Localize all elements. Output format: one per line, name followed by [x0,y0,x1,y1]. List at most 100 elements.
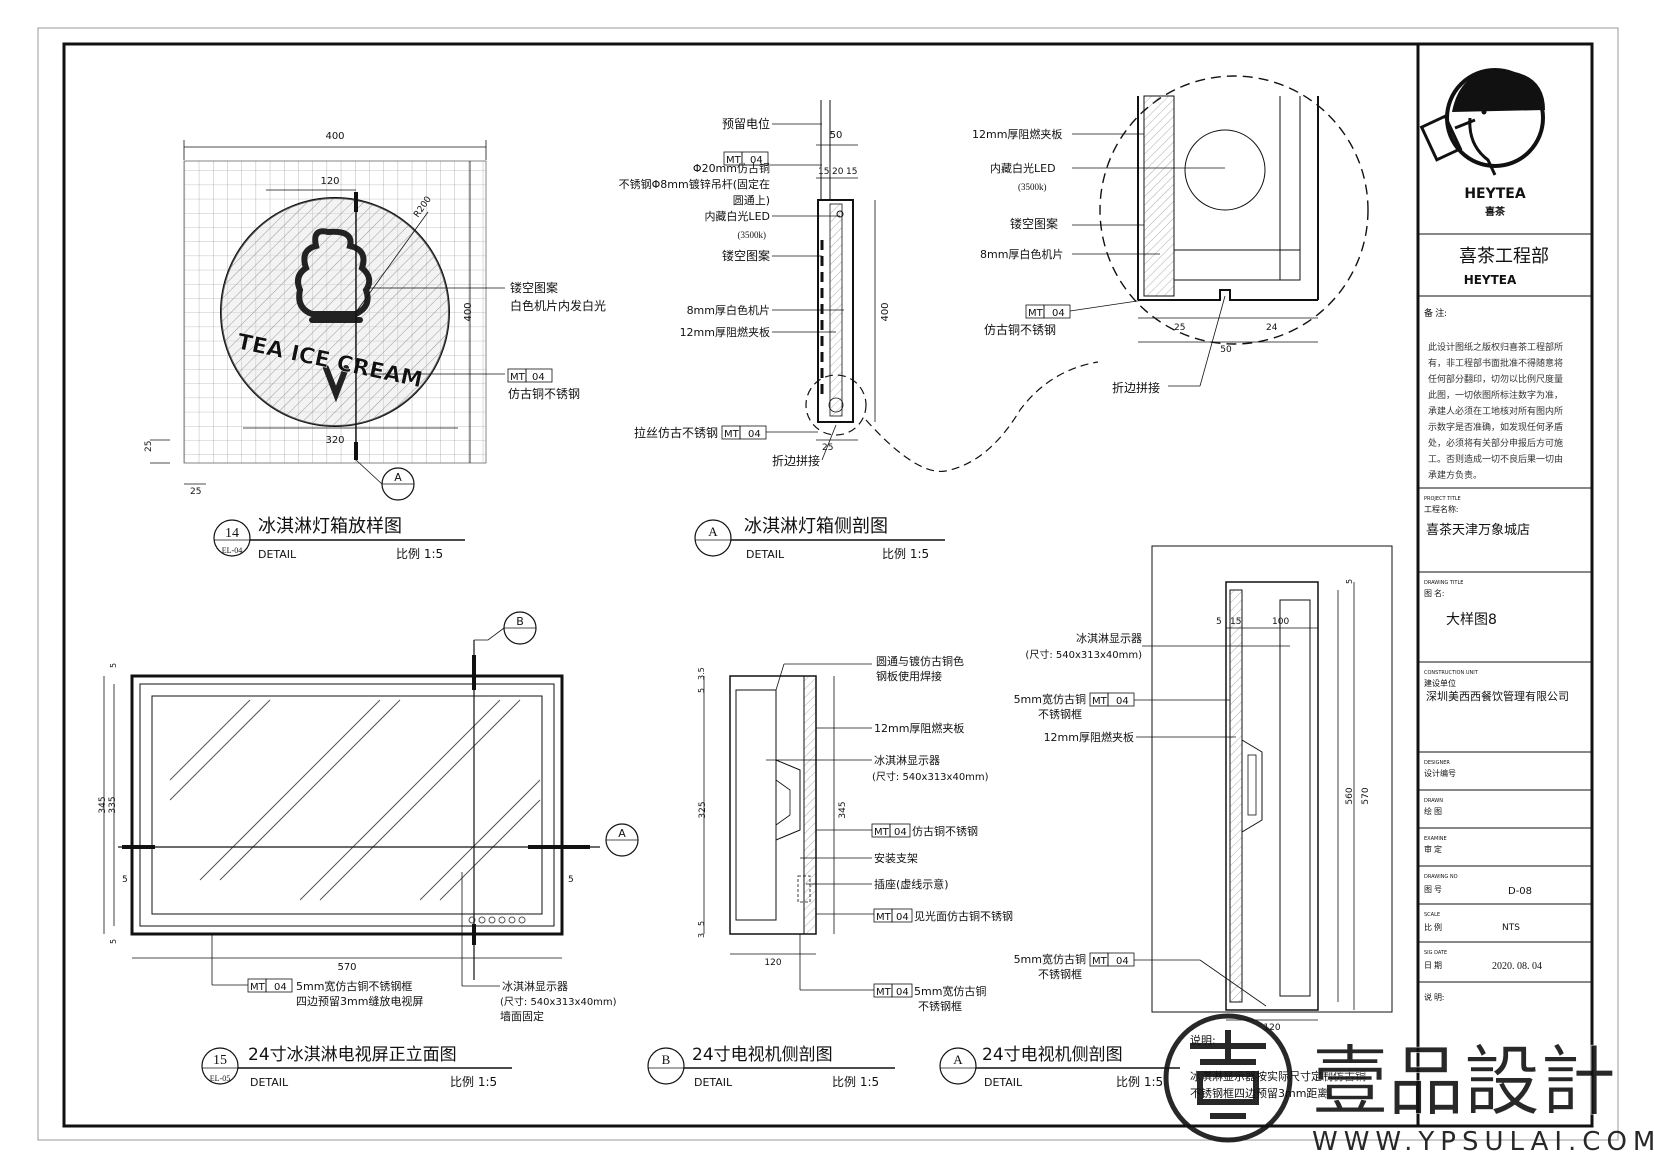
dim-25-bottom: 25 [190,487,201,497]
dept-name: 喜茶工程部 [1459,246,1549,267]
callout-white-light: 白色机片内发白光 [510,298,606,313]
callout-hollow-pattern: 镂空图案 [510,280,558,295]
mt-num-zoom: 04 [1052,308,1065,319]
dim-a-15b: 15 [846,167,857,177]
dim-120: 120 [320,176,339,187]
label-white-plate-a: 8mm厚白色机片 [687,303,770,317]
mt-code-a2a: MT [1092,696,1108,707]
tv-a-housing [1225,581,1319,1011]
label-b-weld-b: 钢板使用焊接 [876,669,942,683]
dim-b-325: 325 [698,801,708,818]
zoom-hollow: 镂空图案 [1010,216,1058,231]
scale-label: 比 例 [1424,922,1442,932]
project-title-en: PROJECT TITLE [1424,496,1461,502]
detail-a2-letter: A [953,1052,963,1067]
callout-wall-fix-15: 墙面固定 [500,1009,544,1023]
zoom-white-plate: 8mm厚白色机片 [980,247,1063,261]
tv-outer-frame [130,674,564,936]
title-block: HEYTEA 喜茶 喜茶工程部 HEYTEA 备 注: PROJECT TITL… [1418,68,1592,1002]
label-b-weld-a: 圆通与镀仿古铜色 [876,654,964,668]
detail-a2-sub: DETAIL [984,1076,1023,1089]
dim-a2-top5: 5 [1345,579,1354,584]
label-a2-frame2-b: 不锈钢框 [1038,968,1082,981]
watermark: 壹品設計 WWW.YPSULAI.COM [1163,1013,1654,1157]
label-b-bracket: 安装支架 [874,851,918,865]
label-a2-frame-b: 不锈钢框 [1038,708,1082,721]
dim-a-400: 400 [880,302,891,321]
date-en: SIG DATE [1424,950,1447,956]
dim-height-400: 400 [463,302,474,321]
date-label: 日 期 [1424,961,1442,970]
label-fold-joint-a: 折边拼接 [772,453,820,468]
outer-frame [37,27,1619,1141]
callout-gap-15: 四边预留3mm缝放电视屏 [296,994,423,1008]
tv-buttons [468,916,526,924]
remarks-text: 此设计图纸之版权归喜茶工程部所有，非工程部书面批准不得随意将任何部分翻印，切勿以… [1428,343,1564,481]
dept-name-en: HEYTEA [1464,273,1517,287]
detail-a1-letter: A [708,524,718,539]
section-tag-a-14: A [394,471,402,484]
label-plywood-a: 12mm厚阻燃夹板 [680,325,770,339]
detail-14-sub: DETAIL [258,548,297,561]
detail-15-number: 15 [213,1053,227,1068]
detail-14-ref: EL-04 [222,546,242,555]
dim-b-5bot: 5 [697,921,706,926]
drawing-no-label: 图 号 [1424,885,1442,894]
mt-code-a2b: MT [1092,956,1108,967]
dim-a-25: 25 [822,443,833,453]
dim-335: 335 [108,796,118,813]
dim-b-3bot: 3 [697,933,706,938]
watermark-url: WWW.YPSULAI.COM [1312,1127,1654,1157]
date-value: 2020. 08. 04 [1492,961,1542,972]
zoom-circle-small [805,374,867,436]
ice-cream-icon [295,228,373,403]
zoom-fold-joint: 折边拼接 [1112,380,1160,395]
dim-a2-100: 100 [1272,617,1289,627]
note-line-2: 不锈钢框四边预留3mm距离。 [1190,1086,1339,1100]
watermark-seal [1163,1013,1293,1143]
dim-b-345: 345 [838,801,848,818]
construction-en: CONSTRUCTION UNIT [1424,670,1479,676]
drawn-label: 绘 图 [1424,806,1442,816]
label-b-frame-b: 不锈钢框 [918,1000,962,1013]
mt-num-a1b: 04 [748,429,761,440]
callout-display-15: 冰淇淋显示器 [502,980,568,993]
dim-5-top: 5 [109,663,118,668]
label-hanging-rod: 不锈钢Φ8mm镀锌吊杆(固定在 [619,177,770,191]
zoom-plywood: 12mm厚阻燃夹板 [972,127,1062,141]
zoom-dim-25: 25 [1174,323,1185,333]
dim-a-15a: 15 [818,167,829,177]
dim-b-120: 120 [764,958,781,968]
detail-15-ref: EL-05 [210,1074,230,1083]
label-a2-size: (尺寸: 540x313x40mm) [1025,648,1142,661]
dim-5-bottom: 5 [109,939,118,944]
scale-en: SCALE [1424,912,1440,918]
dim-5-left: 5 [122,875,128,885]
detail-a2-scale: 比例 1:5 [1116,1075,1163,1089]
mt-num-b3: 04 [896,987,909,998]
detail-b-title: 24寸电视机侧剖图 [692,1045,833,1065]
dim-width-400: 400 [325,131,344,142]
detail-a1-sub: DETAIL [746,548,785,561]
dim-b-5top: 5 [697,688,706,693]
mt-num-15: 04 [274,982,287,993]
examine-en: EXAMINE [1424,836,1447,842]
callout-size-15: (尺寸: 540x313x40mm) [500,995,617,1008]
dim-a2-5: 5 [1216,617,1222,627]
inner-frame [62,42,1594,1128]
mt-num-a1: 04 [750,155,763,166]
designer-label: 设计编号 [1424,768,1456,778]
label-b-size: (尺寸: 540x313x40mm) [872,770,989,783]
detail-b-sub: DETAIL [694,1076,733,1089]
mt-num-b1: 04 [894,827,907,838]
drawing-title-en: DRAWING TITLE [1424,580,1463,586]
label-b-plywood: 12mm厚阻燃夹板 [874,721,964,735]
mt-code-a1b: MT [724,429,740,440]
detail-a-lightbox-section: 50 15 20 15 400 25 预留电位 MT 04 Φ20mm仿古铜 不… [619,100,1099,561]
drawn-en: DRAWN [1424,798,1443,804]
label-reserved-power: 预留电位 [722,116,770,131]
detail-14-lightbox-layout: TEA ICE CREAM 400 120 R200 400 320 25 25… [144,131,606,561]
detail-14-scale: 比例 1:5 [396,547,443,561]
mt-num-a2b: 04 [1116,956,1129,967]
